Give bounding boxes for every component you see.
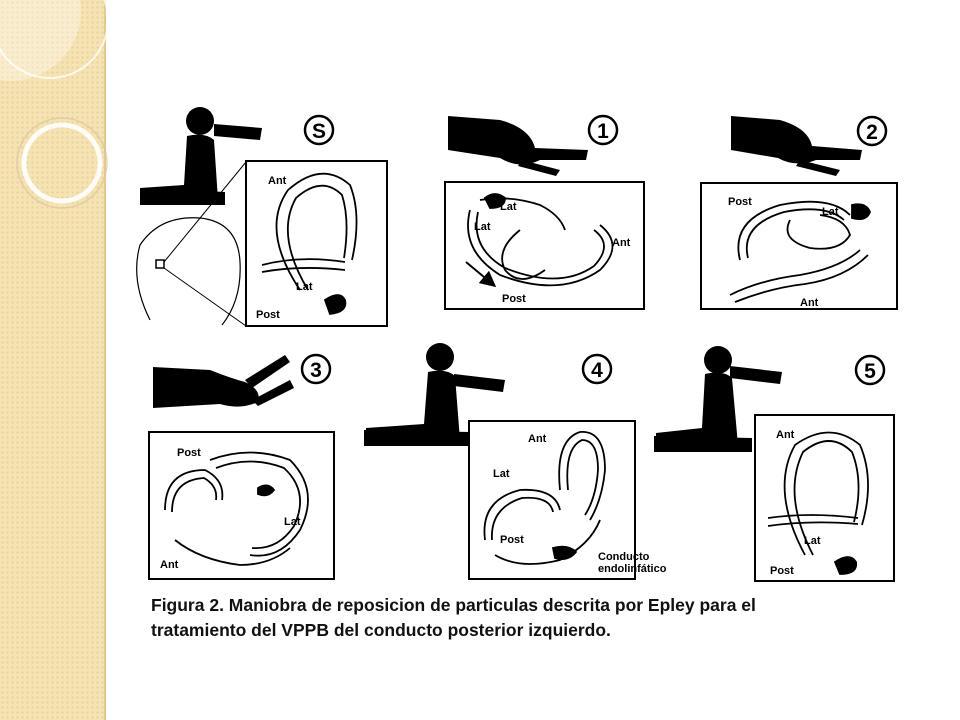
panel-5: Ant Lat Post 5 — [654, 346, 895, 582]
semicircular-canal-icon — [483, 431, 606, 565]
caption-line-2: tratamiento del VPPB del conducto poster… — [151, 620, 611, 640]
label-lat: Lat — [804, 535, 821, 547]
canal-box-3 — [148, 431, 335, 580]
panel-2: Post Lat Ant 2 — [700, 115, 898, 310]
semicircular-canal-icon — [767, 431, 869, 575]
label-ant: Ant — [528, 433, 547, 445]
step-badge — [854, 354, 886, 386]
step-badge — [581, 353, 613, 385]
seated-patient-icon — [364, 343, 505, 446]
semicircular-canal-icon — [164, 451, 309, 566]
head-silhouette-icon — [136, 161, 247, 327]
label-lat: Lat — [500, 201, 517, 213]
seated-patient-icon — [140, 107, 262, 205]
canal-box-4 — [468, 420, 636, 580]
decorative-side-stripe — [0, 0, 106, 720]
label-ant: Ant — [160, 559, 179, 571]
label-post: Post — [770, 565, 794, 577]
canal-box-2 — [700, 182, 898, 310]
label-lat: Lat — [296, 281, 313, 293]
arrow-icon — [465, 261, 497, 288]
step-badge — [303, 114, 335, 146]
label-ant: Ant — [800, 297, 819, 309]
step-number: 5 — [864, 360, 876, 383]
panel-3: Post Lat Ant 3 — [148, 353, 335, 580]
label-post: Post — [500, 534, 524, 546]
step-number: 2 — [866, 121, 878, 144]
canal-box-s — [245, 160, 388, 327]
step-badge — [300, 353, 332, 385]
figure-caption: Figura 2. Maniobra de reposicion de part… — [151, 593, 931, 643]
label-ant: Ant — [776, 429, 795, 441]
label-post: Post — [256, 309, 280, 321]
step-number: 3 — [310, 359, 322, 382]
semicircular-canal-icon — [729, 200, 871, 303]
label-lat: Lat — [474, 221, 491, 233]
label-lat: Lat — [822, 206, 839, 218]
label-lat: Lat — [493, 468, 510, 480]
step-number: 1 — [597, 120, 609, 143]
step-number: S — [312, 120, 326, 143]
panel-s: Ant Lat Post S — [136, 107, 388, 327]
canal-box-1 — [444, 181, 645, 310]
label-post: Post — [728, 196, 752, 208]
label-lat: Lat — [284, 516, 301, 528]
panel-4: Ant Lat Post Conducto endolinfático 4 — [364, 343, 667, 580]
label-endolinfatico: endolinfático — [598, 563, 667, 575]
canal-box-5 — [754, 414, 895, 582]
hand-icon — [448, 116, 588, 176]
label-ant: Ant — [268, 175, 287, 187]
panel-1: Lat Lat Ant Post 1 — [444, 114, 645, 310]
label-ant: Ant — [612, 237, 631, 249]
label-conducto: Conducto — [598, 551, 650, 563]
hand-icon — [731, 116, 862, 176]
label-post: Post — [177, 447, 201, 459]
hand-icon — [153, 355, 294, 408]
semicircular-canal-icon — [261, 172, 358, 315]
step-number: 4 — [591, 359, 603, 382]
step-badge — [587, 114, 619, 146]
seated-patient-icon — [654, 346, 782, 452]
caption-line-1: Figura 2. Maniobra de reposicion de part… — [151, 595, 756, 615]
semicircular-canal-icon — [467, 193, 614, 287]
step-badge — [856, 115, 888, 147]
label-post: Post — [502, 293, 526, 305]
decorative-circles — [0, 0, 109, 209]
